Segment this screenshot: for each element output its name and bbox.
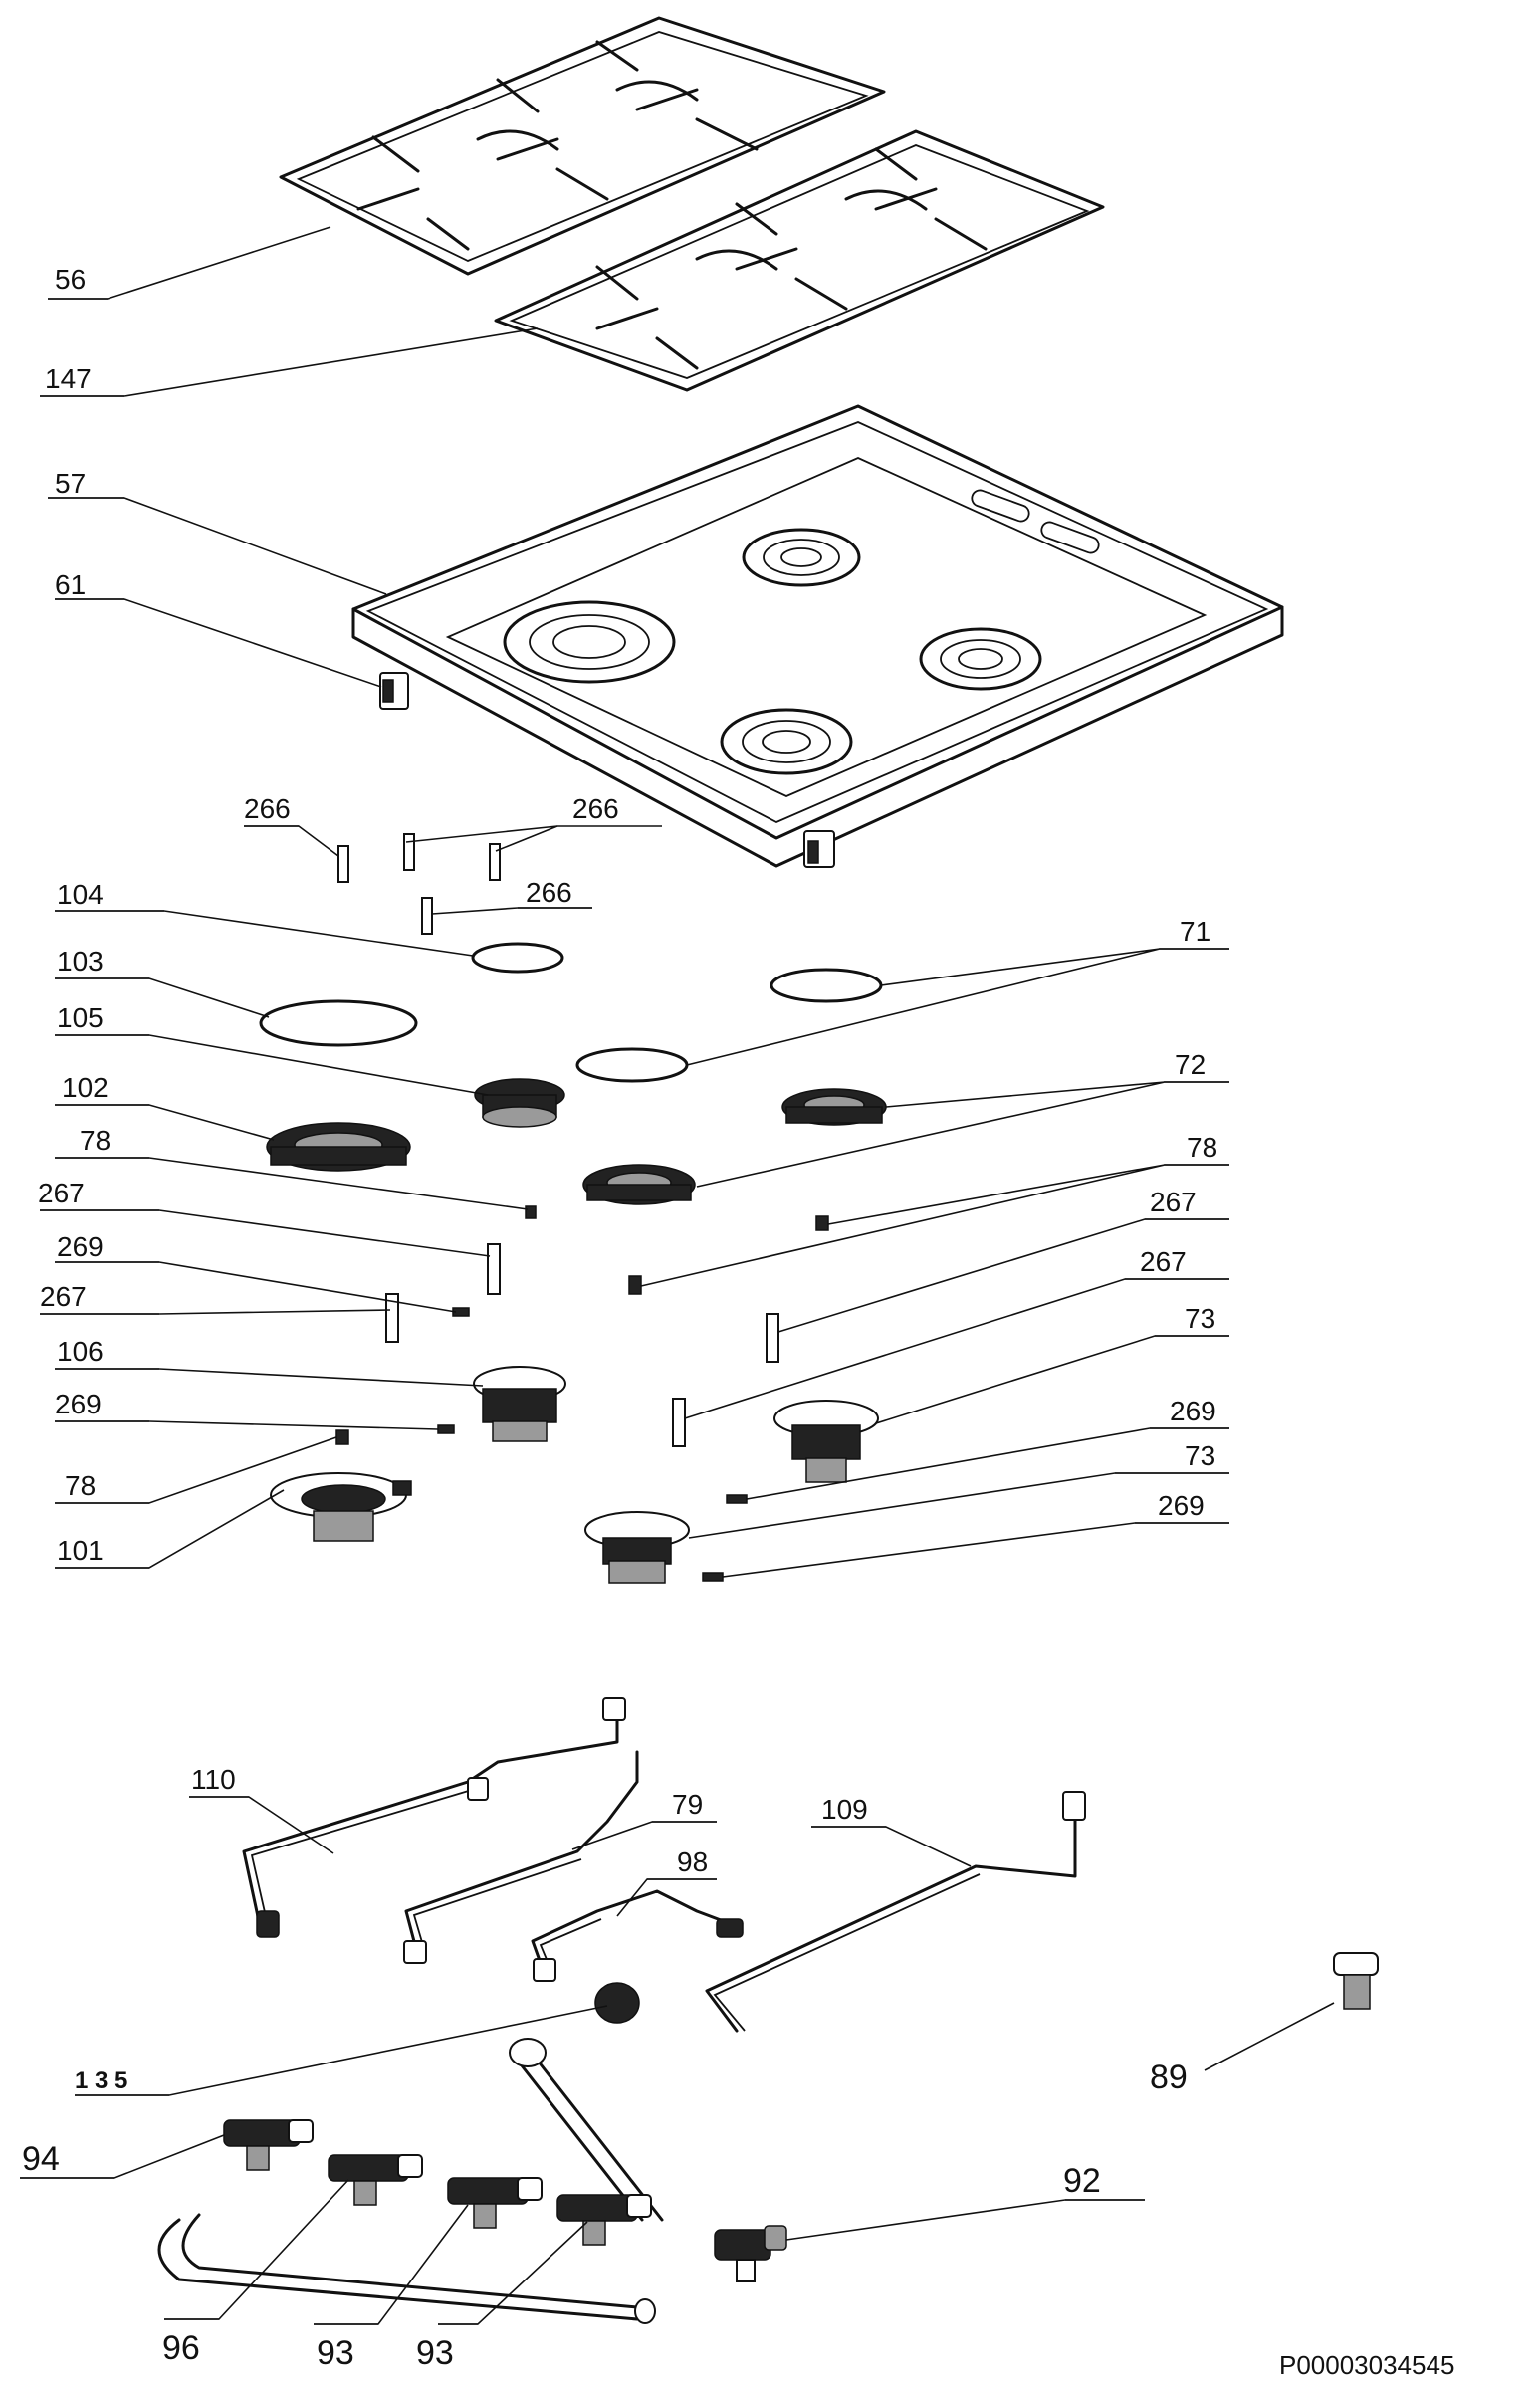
- callout-105: 105: [57, 1002, 104, 1033]
- callout-269-left-bottom: 269: [55, 1389, 102, 1419]
- pins-266: [337, 833, 501, 935]
- rear-clip: [803, 830, 835, 868]
- tap-93-left: [447, 2177, 543, 2229]
- crown-72-upper: [781, 1088, 887, 1126]
- pipe-110: [242, 1697, 626, 1938]
- burner-body-73-upper: [773, 1400, 879, 1483]
- callout-266-left: 266: [244, 793, 291, 824]
- pipe-79: [403, 1750, 639, 1964]
- pipe-98: [531, 1889, 744, 1982]
- callout-93-right: 93: [416, 2334, 454, 2372]
- callout-78-right: 78: [1187, 1132, 1217, 1163]
- injectors-left: [335, 1205, 537, 1445]
- burner-body-106: [473, 1366, 566, 1442]
- callout-266-right: 266: [572, 793, 619, 824]
- callout-73-upper: 73: [1185, 1303, 1215, 1334]
- callout-98: 98: [677, 1846, 708, 1877]
- callout-102: 102: [62, 1072, 109, 1103]
- hob-top-57: [351, 404, 1284, 868]
- callout-267-right-top: 267: [1150, 1187, 1197, 1217]
- callout-269-right-top: 269: [1170, 1396, 1216, 1426]
- callout-labels: 56 147 57 61 266 266 266 104 103 105 102…: [22, 264, 1217, 2372]
- callout-267-left-bottom: 267: [40, 1281, 87, 1312]
- crown-102: [266, 1122, 411, 1172]
- callout-73-lower: 73: [1185, 1440, 1215, 1471]
- callout-104: 104: [57, 879, 104, 910]
- burner-body-73-lower: [584, 1511, 690, 1584]
- callout-96: 96: [162, 2329, 200, 2367]
- callout-147: 147: [45, 363, 92, 394]
- callout-267-right-bottom: 267: [1140, 1246, 1187, 1277]
- callout-78-left-bottom: 78: [65, 1470, 96, 1501]
- burner-opening-rear: [742, 528, 861, 587]
- callout-135: 1 3 5: [75, 2067, 127, 2094]
- callout-78-left: 78: [80, 1125, 110, 1156]
- clip-61: [379, 672, 409, 710]
- callout-110: 110: [191, 1764, 236, 1795]
- callout-79: 79: [672, 1789, 703, 1820]
- callout-103: 103: [57, 946, 104, 977]
- cap-104: [471, 942, 564, 974]
- valve-92: [714, 2225, 787, 2282]
- burner-opening-front: [720, 708, 853, 775]
- callout-71: 71: [1180, 916, 1210, 947]
- callout-72: 72: [1175, 1049, 1206, 1080]
- callout-269-right-bottom: 269: [1158, 1490, 1205, 1521]
- pan-support-147: [494, 129, 1105, 392]
- callout-57: 57: [55, 468, 86, 499]
- callout-266-center: 266: [526, 877, 572, 908]
- injectors-right: [628, 1215, 829, 1582]
- callout-101: 101: [57, 1535, 104, 1566]
- callout-269-left-top: 269: [57, 1231, 104, 1262]
- callout-56: 56: [55, 264, 86, 295]
- crown-105: [474, 1078, 565, 1128]
- manifold-135: [157, 1982, 664, 2324]
- cap-103: [259, 999, 418, 1047]
- callout-106: 106: [57, 1336, 104, 1367]
- callout-92: 92: [1063, 2162, 1101, 2200]
- callout-267-left-top: 267: [38, 1178, 85, 1208]
- tap-93-right: [556, 2194, 652, 2246]
- burner-opening-right: [919, 627, 1042, 691]
- nut-89: [1333, 1952, 1379, 2010]
- tap-96: [328, 2154, 423, 2206]
- callout-109: 109: [821, 1794, 868, 1825]
- crown-72-lower: [582, 1164, 696, 1205]
- burner-opening-large: [503, 600, 676, 684]
- callout-61: 61: [55, 569, 86, 600]
- callout-94: 94: [22, 2140, 60, 2178]
- cap-71-lower: [575, 1047, 689, 1083]
- pipe-109: [705, 1791, 1086, 2033]
- callout-underlines: [20, 298, 1229, 2325]
- cap-71-upper: [770, 968, 883, 1003]
- callout-89: 89: [1150, 2059, 1188, 2096]
- tap-94: [223, 2119, 314, 2171]
- pan-support-56: [279, 16, 886, 276]
- burner-body-101: [270, 1472, 412, 1542]
- callout-93-left: 93: [317, 2334, 354, 2372]
- document-code: P00003034545: [1279, 2350, 1454, 2380]
- leader-lines: [20, 226, 1335, 2325]
